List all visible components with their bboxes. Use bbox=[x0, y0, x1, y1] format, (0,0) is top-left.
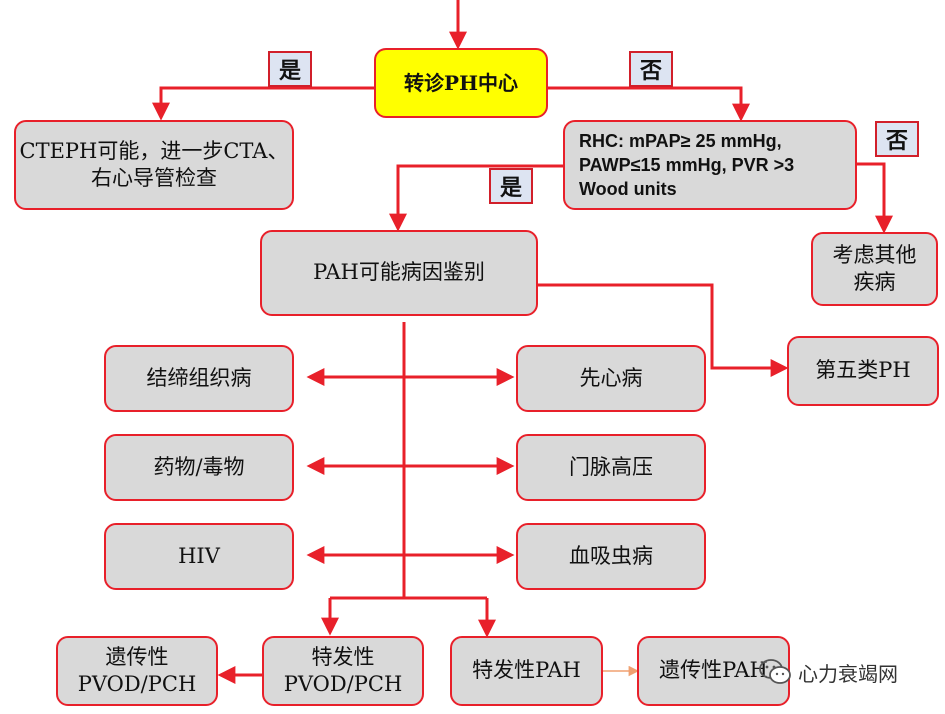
yes-tag-cteph: 是 bbox=[268, 51, 312, 87]
hiv-label: HIV bbox=[178, 543, 220, 568]
rhc-line-2: PAWP≤15 mmHg, PVR >3 bbox=[579, 154, 795, 175]
ctd-box: 结缔组织病 bbox=[104, 345, 294, 412]
pah-diagnosis-label: PAH可能病因鉴别 bbox=[313, 260, 485, 285]
group5-ph-box: 第五类PH bbox=[787, 336, 939, 406]
hereditary-pvod-box: 遗传性 PVOD/PCH bbox=[56, 636, 218, 706]
arrow-pah-to-group5 bbox=[537, 283, 789, 377]
hiv-box: HIV bbox=[104, 523, 294, 590]
arrow-rhc-to-other bbox=[856, 162, 893, 234]
group5-ph-label: 第五类PH bbox=[815, 358, 911, 383]
watermark-text: 心力衰竭网 bbox=[798, 661, 898, 686]
pah-diagnosis-box: PAH可能病因鉴别 bbox=[260, 230, 538, 316]
cteph-line-2: 右心导管检查 bbox=[90, 166, 217, 190]
schisto-label: 血吸虫病 bbox=[569, 543, 653, 568]
no-tag-rhc-branch: 否 bbox=[629, 51, 673, 87]
arrow-to-idio-pvod bbox=[330, 596, 487, 632]
rhc-line-1: RHC: mPAP≥ 25 mmHg, bbox=[579, 130, 782, 151]
idiopathic-pvod-line-1: 特发性 bbox=[311, 644, 375, 669]
drugs-label: 药物/毒物 bbox=[153, 454, 245, 479]
yes-tag-pah: 是 bbox=[489, 168, 533, 204]
other-disease-line-2: 疾病 bbox=[853, 270, 896, 294]
hereditary-pvod-line-2: PVOD/PCH bbox=[77, 672, 197, 696]
hereditary-pah-label: 遗传性PAH bbox=[659, 658, 768, 683]
portal-label: 门脉高压 bbox=[569, 454, 653, 479]
idiopathic-pah-box: 特发性PAH bbox=[450, 636, 603, 706]
referral-center-label: 转诊PH中心 bbox=[404, 71, 518, 95]
drugs-box: 药物/毒物 bbox=[104, 434, 294, 501]
idiopathic-pvod-line-2: PVOD/PCH bbox=[283, 672, 403, 696]
portal-box: 门脉高压 bbox=[516, 434, 706, 501]
idiopathic-pah-label: 特发性PAH bbox=[472, 658, 581, 683]
hereditary-pah-box: 遗传性PAH bbox=[637, 636, 790, 706]
rhc-criteria-box: RHC: mPAP≥ 25 mmHg, PAWP≤15 mmHg, PVR >3… bbox=[563, 120, 857, 210]
cteph-line-1: CTEPH可能，进一步CTA、 bbox=[19, 138, 289, 163]
cteph-box: CTEPH可能，进一步CTA、 右心导管检查 bbox=[14, 120, 294, 210]
no-tag-other-disease: 否 bbox=[875, 121, 919, 157]
other-disease-line-1: 考虑其他 bbox=[832, 242, 917, 267]
chd-box: 先心病 bbox=[516, 345, 706, 412]
arrow-center-to-cteph bbox=[152, 86, 374, 121]
rhc-line-3: Wood units bbox=[579, 179, 677, 200]
watermark: 心力衰竭网 bbox=[758, 656, 898, 688]
wechat-icon bbox=[759, 659, 791, 684]
other-disease-box: 考虑其他 疾病 bbox=[811, 232, 938, 306]
schisto-box: 血吸虫病 bbox=[516, 523, 706, 590]
ctd-label: 结缔组织病 bbox=[146, 365, 252, 390]
idiopathic-pvod-box: 特发性 PVOD/PCH bbox=[262, 636, 424, 706]
arrow-rhc-to-pah bbox=[389, 164, 563, 232]
chd-label: 先心病 bbox=[579, 365, 643, 390]
referral-center-box: 转诊PH中心 bbox=[374, 48, 548, 118]
arrow-center-to-rhc bbox=[548, 86, 750, 122]
hereditary-pvod-line-1: 遗传性 bbox=[105, 644, 169, 669]
